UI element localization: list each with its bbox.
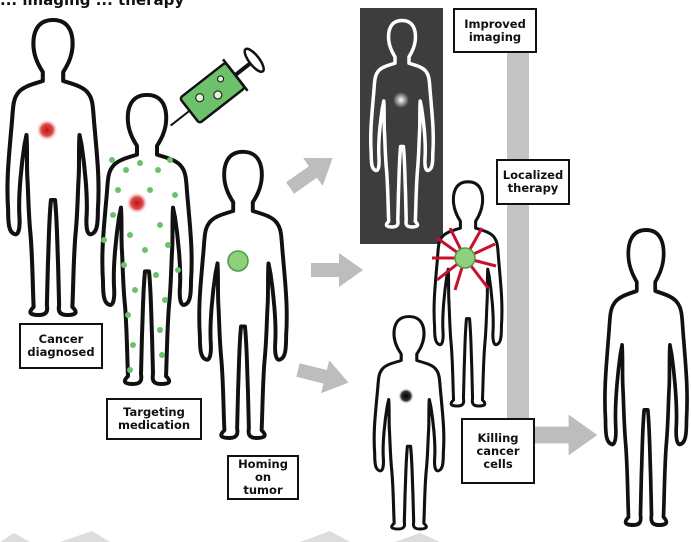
label-killing-cancer-cells: Killing cancer cells [461, 418, 535, 484]
label-localized-therapy: Localized therapy [496, 159, 570, 205]
figure-healthy [605, 230, 687, 525]
figure-homing [199, 152, 287, 438]
tumor-spot-icon [36, 119, 58, 141]
tumor-spot-icon [455, 248, 475, 268]
tumor-spot-icon [228, 251, 248, 271]
bottom-fragments [0, 531, 440, 542]
tumor-spot-icon [398, 388, 414, 404]
label-improved-imaging: Improved imaging [453, 8, 537, 53]
connector-bar [507, 45, 529, 460]
label-homing-on-tumor: Homing on tumor [227, 455, 299, 500]
figure-cancer-diagnosed [7, 20, 98, 315]
glow-spot-icon [393, 92, 409, 108]
label-cancer-diagnosed: Cancer diagnosed [19, 323, 103, 369]
figure-killing [374, 317, 444, 529]
figure-localized-therapy [434, 182, 502, 406]
label-targeting-medication: Targeting medication [106, 398, 202, 440]
tumor-spot-icon [126, 192, 148, 214]
syringe-icon [158, 41, 270, 141]
figure-targeting-medication [102, 95, 191, 384]
